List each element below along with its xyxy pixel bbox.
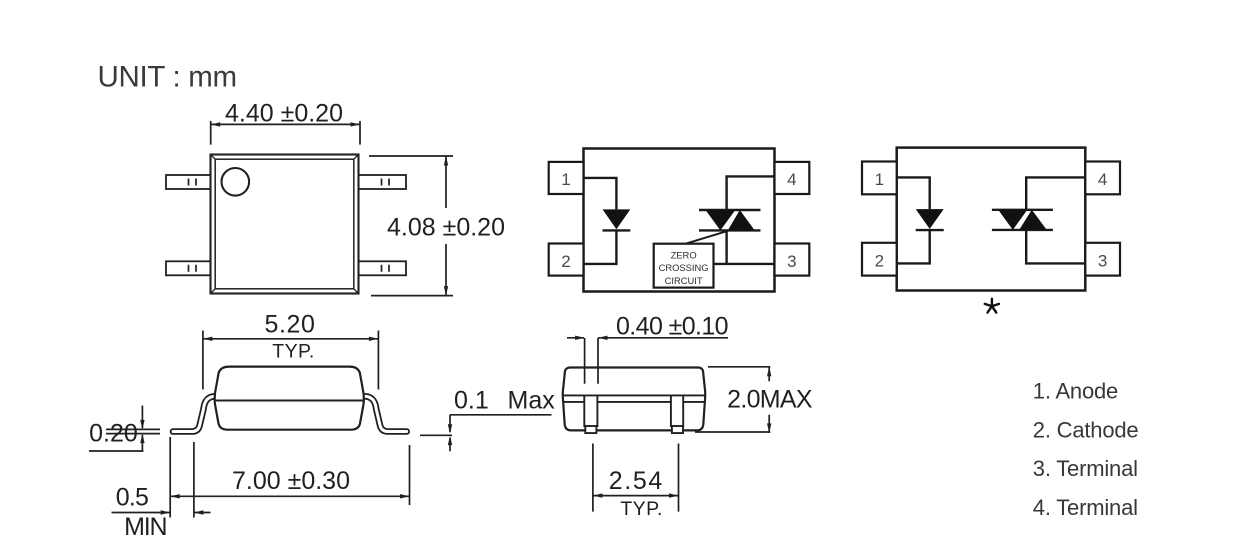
- svg-text:TYP.: TYP.: [272, 341, 314, 363]
- svg-text:Max: Max: [508, 387, 556, 415]
- svg-text:0.5: 0.5: [116, 484, 148, 512]
- svg-text:4: 4: [1098, 170, 1107, 189]
- svg-text:2.54: 2.54: [609, 467, 664, 495]
- svg-text:2: 2: [561, 252, 570, 271]
- svg-text:UNIT : mm: UNIT : mm: [98, 61, 237, 94]
- svg-text:2: 2: [875, 252, 884, 271]
- svg-text:0.40 ±0.10: 0.40 ±0.10: [616, 313, 728, 341]
- svg-text:1: 1: [875, 170, 884, 189]
- svg-text:7.00 ±0.30: 7.00 ±0.30: [232, 467, 350, 495]
- svg-text:3: 3: [787, 252, 796, 271]
- svg-text:4.08 ±0.20: 4.08 ±0.20: [387, 214, 505, 242]
- svg-text:CIRCUIT: CIRCUIT: [665, 275, 703, 286]
- svg-text:TYP.: TYP.: [620, 498, 662, 520]
- svg-text:MIN: MIN: [124, 513, 166, 541]
- svg-text:5.20: 5.20: [264, 311, 315, 339]
- svg-text:4. Terminal: 4. Terminal: [1033, 495, 1138, 520]
- svg-text:3. Terminal: 3. Terminal: [1033, 456, 1138, 481]
- svg-text:2. Cathode: 2. Cathode: [1033, 418, 1139, 443]
- svg-text:0.1: 0.1: [454, 387, 489, 415]
- svg-text:4: 4: [787, 170, 796, 189]
- svg-text:1. Anode: 1. Anode: [1033, 379, 1118, 404]
- svg-text:2.0MAX: 2.0MAX: [727, 386, 813, 414]
- svg-text:CROSSING: CROSSING: [659, 262, 709, 273]
- svg-text:4.40 ±0.20: 4.40 ±0.20: [225, 100, 343, 128]
- svg-text:1: 1: [561, 170, 570, 189]
- svg-text:0.20: 0.20: [89, 420, 138, 448]
- svg-text:ZERO: ZERO: [671, 249, 697, 260]
- svg-text:3: 3: [1098, 252, 1107, 271]
